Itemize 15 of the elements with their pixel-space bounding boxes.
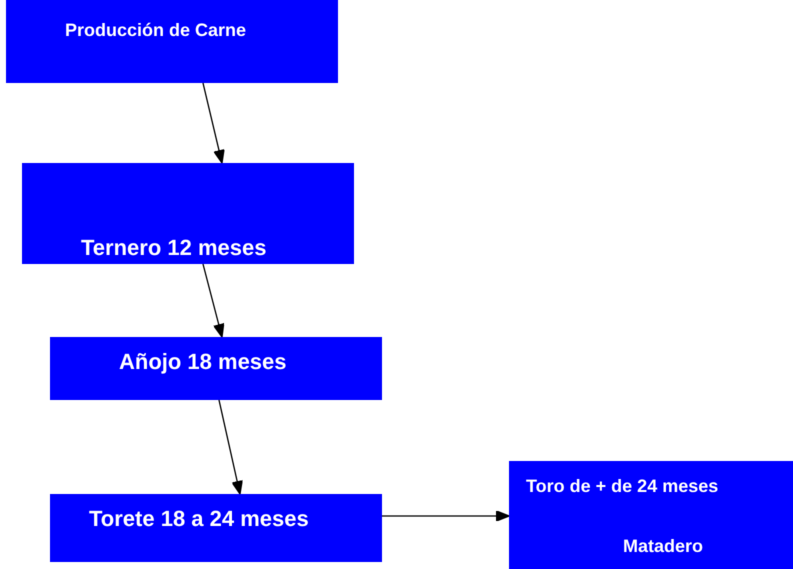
arrow bbox=[202, 82, 225, 164]
process-box bbox=[50, 494, 382, 562]
box-label: Torete 18 a 24 meses bbox=[89, 506, 309, 532]
process-box bbox=[509, 461, 793, 569]
arrow bbox=[218, 400, 243, 495]
process-box bbox=[6, 0, 338, 83]
box-label: Añojo 18 meses bbox=[119, 349, 287, 375]
box-label: Producción de Carne bbox=[65, 20, 246, 41]
box-label: Matadero bbox=[623, 536, 704, 557]
arrow bbox=[382, 510, 510, 522]
process-box bbox=[50, 337, 382, 400]
arrow bbox=[202, 264, 224, 338]
process-box bbox=[22, 163, 354, 264]
box-label: Ternero 12 meses bbox=[81, 235, 266, 261]
box-label: Toro de + de 24 meses bbox=[526, 476, 718, 497]
